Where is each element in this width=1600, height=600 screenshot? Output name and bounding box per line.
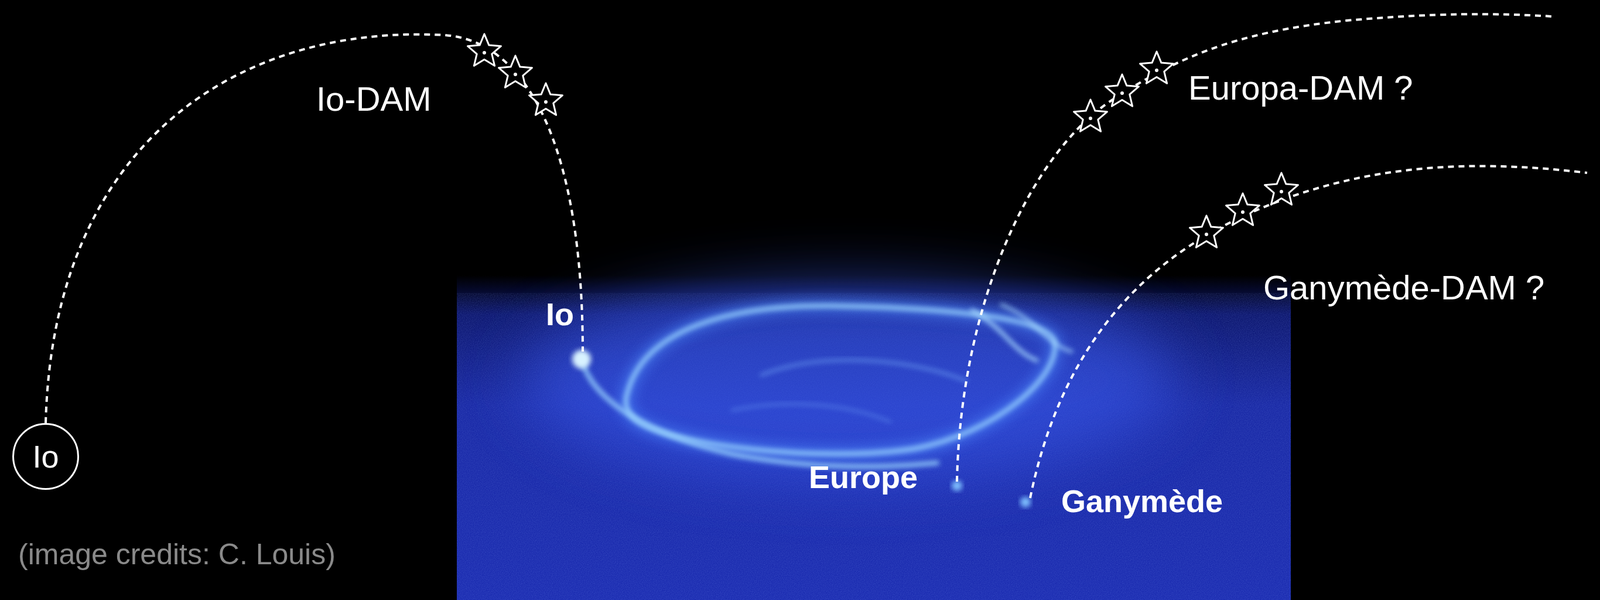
moon-circle: Io <box>12 422 80 490</box>
emission-star <box>498 55 533 88</box>
footprint-label: Europe <box>808 459 918 495</box>
emission-star <box>1074 99 1108 132</box>
star-dot <box>513 72 518 77</box>
europa-footprint <box>951 480 963 491</box>
star-dot <box>482 50 487 55</box>
star-dot <box>1240 210 1245 214</box>
star-dot <box>1088 116 1093 121</box>
ganymede-footprint <box>1020 496 1031 508</box>
moon-name: Io <box>32 440 59 473</box>
auroral-oval <box>626 305 1056 454</box>
io-footprint <box>572 349 591 369</box>
footprint-label: Io <box>545 296 574 332</box>
star-dot <box>1279 189 1284 194</box>
aurora-ground <box>456 275 1291 600</box>
europa-flux-tube <box>956 14 1552 482</box>
emission-star <box>467 33 502 66</box>
emission-star <box>1226 193 1260 225</box>
emission-star <box>1105 74 1140 107</box>
polar-feature <box>732 404 891 422</box>
aurora-glow <box>521 281 1178 481</box>
emission-label: Europa-DAM ? <box>1188 69 1414 107</box>
emission-star <box>529 83 563 115</box>
outer-arc <box>581 359 938 467</box>
emission-label: Io-DAM <box>316 80 432 118</box>
star-dot <box>1204 232 1209 237</box>
emission-star <box>1140 51 1174 84</box>
io-flux-tube <box>45 34 583 423</box>
auroral-oval-glow <box>626 305 1056 454</box>
emission-star <box>1190 215 1224 248</box>
star-dot <box>1120 91 1124 95</box>
footprint-label: Ganymède <box>1061 483 1223 519</box>
credit-note: (image credits: C. Louis) <box>18 538 336 571</box>
polar-feature <box>761 360 967 381</box>
emission-star <box>1265 172 1299 205</box>
star-dot <box>544 100 548 104</box>
dawn-feature <box>1001 304 1072 352</box>
star-dot <box>1154 68 1159 73</box>
ganymede-flux-tube <box>1030 165 1588 498</box>
emission-label: Ganymède-DAM ? <box>1263 268 1545 307</box>
